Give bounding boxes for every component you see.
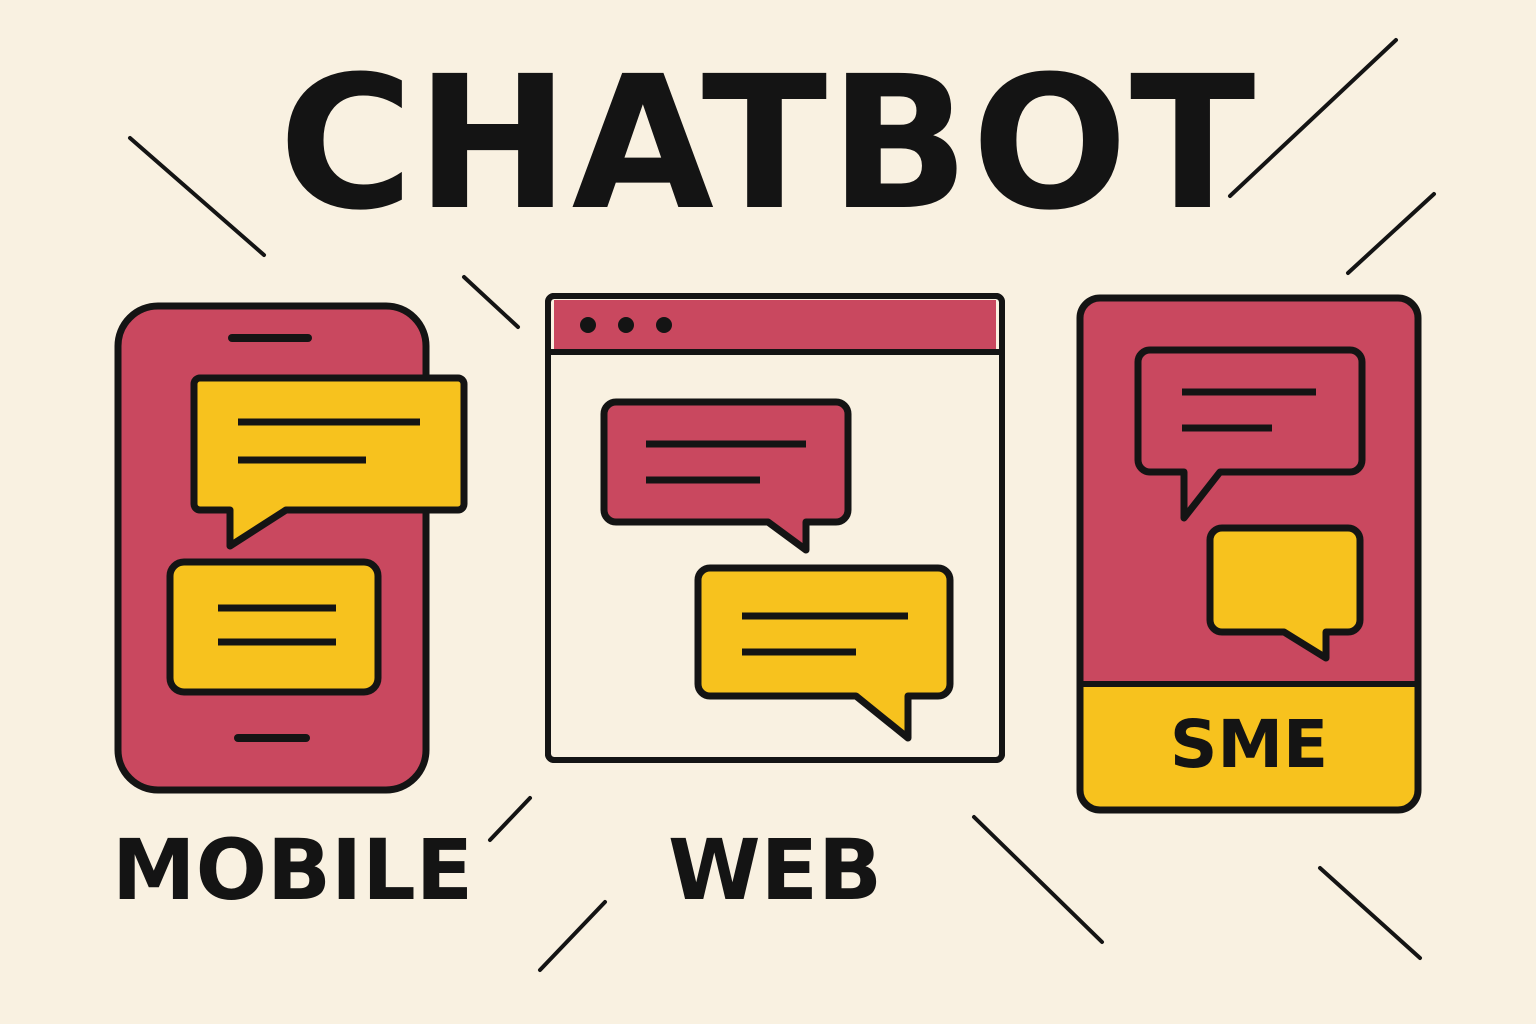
burst-line: [128, 136, 266, 257]
burst-line: [538, 900, 607, 972]
burst-line: [1228, 38, 1398, 198]
chat-bubble-icon: [694, 564, 954, 742]
tablet-icon: [1076, 294, 1422, 814]
burst-line: [462, 275, 520, 329]
sme-label: SME: [1169, 706, 1329, 783]
window-dot-icon: [618, 317, 634, 333]
window-dot-icon: [580, 317, 596, 333]
window-dot-icon: [656, 317, 672, 333]
burst-line: [1318, 866, 1422, 960]
page-title: CHATBOT: [278, 37, 1258, 251]
burst-line: [972, 815, 1104, 944]
browser-window-icon: [545, 293, 1005, 763]
mobile-label: MOBILE: [112, 821, 474, 919]
web-label: WEB: [668, 821, 883, 919]
chat-bubble-icon: [190, 374, 468, 550]
chat-bubble-icon: [1206, 524, 1364, 662]
chat-bubble-icon: [1134, 346, 1366, 522]
burst-line: [1346, 192, 1436, 275]
burst-lines: [128, 38, 1436, 972]
chat-bubble-icon: [600, 398, 852, 554]
burst-line: [488, 796, 532, 842]
chat-bubble-icon: [166, 558, 382, 696]
phone-icon: [114, 302, 468, 794]
